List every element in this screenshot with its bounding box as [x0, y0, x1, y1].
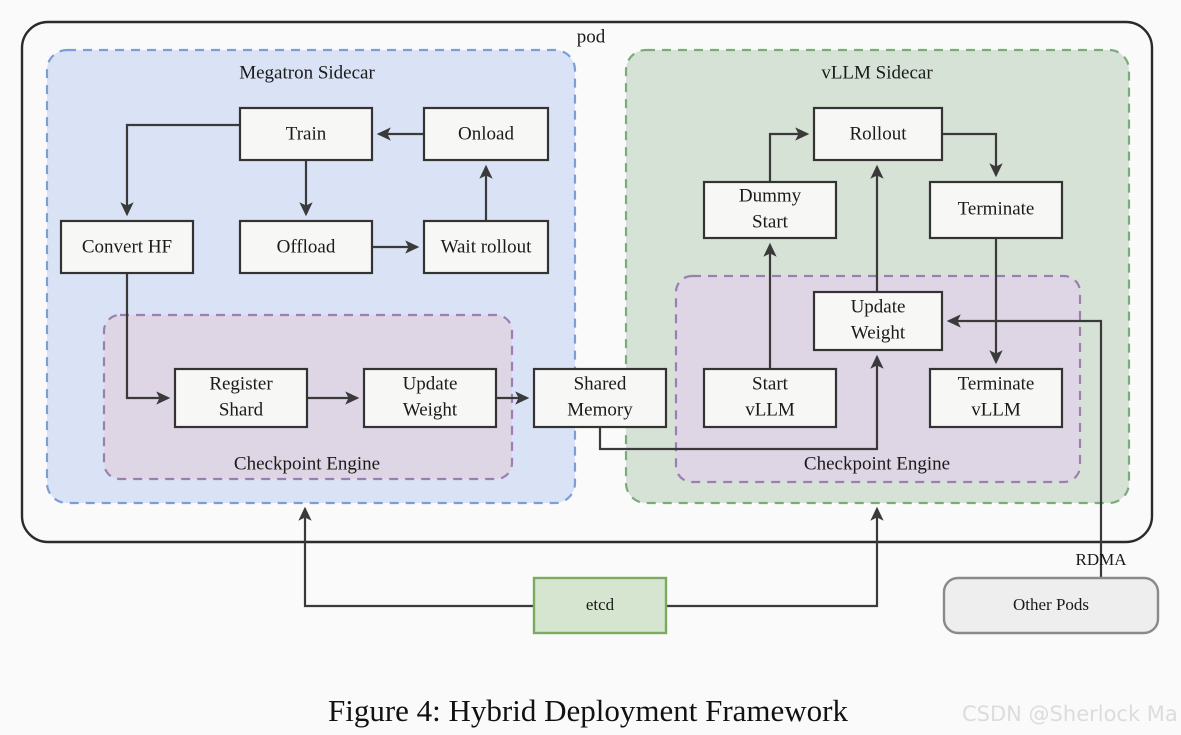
- node-terminate[interactable]: Terminate: [928, 180, 1064, 240]
- node-rollout[interactable]: Rollout: [812, 106, 944, 162]
- node-offload-label: Offload: [277, 236, 336, 257]
- vllm-sidecar-label: vLLM Sidecar: [821, 62, 933, 83]
- node-onload-label: Onload: [458, 123, 514, 144]
- node-offload[interactable]: Offload: [238, 219, 374, 275]
- node-start-vllm[interactable]: Start vLLM: [702, 367, 838, 429]
- megatron-sidecar-label: Megatron Sidecar: [239, 62, 375, 83]
- node-register-shard-label-line1: Register: [209, 373, 273, 394]
- node-terminate-label: Terminate: [958, 198, 1035, 219]
- node-start-vllm-label-line1: Start: [752, 373, 789, 394]
- checkpoint-engine-right-label: Checkpoint Engine: [804, 453, 950, 474]
- node-wait-rollout-label: Wait rollout: [441, 236, 533, 257]
- node-update-weight-left-label-line2: Weight: [403, 399, 458, 420]
- edge-other-pods-rdma-to-update-weight: [946, 314, 1103, 578]
- node-update-weight-left-label-line1: Update: [403, 373, 458, 394]
- node-wait-rollout[interactable]: Wait rollout: [422, 219, 550, 275]
- node-other-pods[interactable]: Other Pods: [942, 576, 1160, 635]
- edge-shared-memory-to-update-weight-right: [598, 354, 884, 451]
- node-shared-memory[interactable]: Shared Memory: [532, 367, 668, 429]
- csdn-watermark: CSDN @Sherlock Ma: [962, 702, 1178, 726]
- node-train-label: Train: [286, 123, 327, 144]
- node-update-weight-right-label-line1: Update: [851, 296, 906, 317]
- node-shared-memory-label-line1: Shared: [574, 373, 627, 394]
- node-other-pods-label: Other Pods: [1013, 595, 1089, 614]
- node-dummy-start[interactable]: Dummy Start: [702, 180, 838, 240]
- node-convert-hf[interactable]: Convert HF: [59, 219, 195, 275]
- node-register-shard-label-line2: Shard: [219, 399, 264, 420]
- node-train[interactable]: Train: [238, 106, 374, 162]
- node-onload[interactable]: Onload: [422, 106, 550, 162]
- node-shared-memory-label-line2: Memory: [567, 399, 633, 420]
- node-terminate-vllm-label-line1: Terminate: [958, 373, 1035, 394]
- node-etcd-label: etcd: [586, 595, 615, 614]
- node-update-weight-right-label-line2: Weight: [851, 322, 906, 343]
- node-update-weight-right[interactable]: Update Weight: [812, 290, 944, 352]
- edge-convert-hf-to-register-shard: [125, 273, 171, 405]
- node-rollout-label: Rollout: [849, 123, 907, 144]
- node-dummy-start-label-line2: Start: [752, 211, 789, 232]
- node-convert-hf-label: Convert HF: [82, 236, 172, 257]
- node-terminate-vllm[interactable]: Terminate vLLM: [928, 367, 1064, 429]
- node-register-shard[interactable]: Register Shard: [173, 367, 309, 429]
- figure-caption: Figure 4: Hybrid Deployment Framework: [328, 693, 849, 728]
- rdma-label: RDMA: [1075, 550, 1127, 569]
- node-terminate-vllm-label-line2: vLLM: [971, 399, 1021, 420]
- edge-rollout-to-terminate: [942, 132, 1003, 178]
- edge-dummy-start-to-rollout: [768, 127, 810, 182]
- pod-label: pod: [577, 26, 606, 47]
- node-start-vllm-label-line2: vLLM: [745, 399, 795, 420]
- edge-etcd-to-vllm-sidecar: [666, 506, 884, 608]
- edge-etcd-to-megatron-sidecar: [298, 506, 534, 608]
- node-etcd[interactable]: etcd: [532, 576, 668, 635]
- node-dummy-start-label-line1: Dummy: [739, 185, 802, 206]
- edge-train-to-convert-hf: [120, 123, 240, 217]
- node-update-weight-left[interactable]: Update Weight: [362, 367, 498, 429]
- checkpoint-engine-left-label: Checkpoint Engine: [234, 453, 380, 474]
